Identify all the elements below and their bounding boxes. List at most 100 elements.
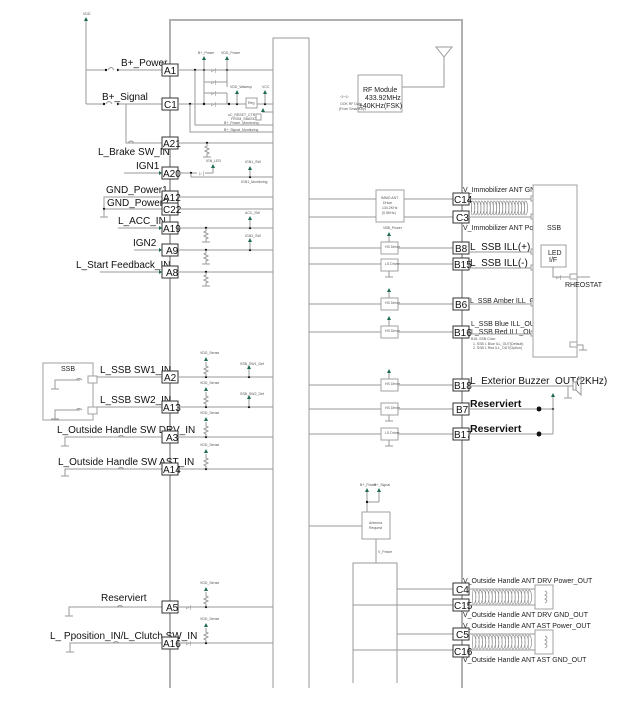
- pin-a5: A5: [161, 600, 179, 614]
- pin-a1: A1: [161, 63, 179, 77]
- svg-text:C3: C3: [456, 213, 469, 224]
- input-c1: B+_Signal C1: [86, 92, 273, 111]
- svg-text:±40KHz(FSK): ±40KHz(FSK): [359, 103, 402, 110]
- svg-text:VDD_Sense: VDD_Sense: [200, 443, 219, 447]
- svg-text:RF Module: RF Module: [363, 87, 397, 94]
- pin-a21: A21: [161, 136, 181, 150]
- svg-text:HS Driver: HS Driver: [385, 245, 401, 249]
- pin-label: V_Outside Handle ANT AST Power_OUT: [463, 623, 591, 630]
- ssb-left-title: SSB: [61, 366, 75, 373]
- handle-antenna-coils: [469, 584, 554, 655]
- pin-label: L_Exterior Buzzer_OUT(2KHz): [470, 376, 607, 387]
- svg-text:▷|: ▷|: [211, 80, 217, 86]
- pin-label: L_Brake SW_IN: [98, 147, 170, 158]
- driver-b15: LS Driver: [309, 258, 453, 278]
- module-frame: [169, 19, 463, 688]
- svg-text:B18: B18: [454, 381, 472, 392]
- pin-label: V_Immobilizer ANT GND_OUT: [463, 187, 560, 194]
- svg-text:B+_Signal_Monitoring: B+_Signal_Monitoring: [224, 128, 258, 132]
- svg-text:A2: A2: [164, 373, 177, 384]
- svg-text:IGN_LED: IGN_LED: [206, 159, 221, 163]
- svg-text:VDD_Sense: VDD_Sense: [200, 411, 219, 415]
- supply-arrow-icon: [84, 17, 88, 21]
- svg-text:C4: C4: [456, 585, 469, 596]
- pin-label: Reserviert: [101, 593, 147, 604]
- svg-text:SSB_SW1_Det: SSB_SW1_Det: [240, 362, 264, 366]
- pin-b8: B8: [452, 241, 470, 255]
- pin-c16: C16: [452, 644, 473, 658]
- svg-text:C15: C15: [454, 601, 473, 612]
- svg-text:OOK RF Data: OOK RF Data: [340, 102, 362, 106]
- pin-a3: A3: [161, 430, 179, 444]
- svg-text:A21: A21: [163, 139, 181, 150]
- pin-label: V_Outside Handle ANT DRV Power_OUT: [463, 578, 593, 585]
- connector-icon: [536, 431, 542, 437]
- driver-b8: HS Driver VBB_Power: [309, 226, 453, 255]
- pin-label: L_Start Feedback_IN: [76, 260, 171, 271]
- pin-label: L_ Pposition_IN/L_Clutch SW_IN: [50, 631, 197, 642]
- svg-text:1. SSB 1 Blue ILL_OUT(Default): 1. SSB 1 Blue ILL_OUT(Default): [473, 342, 523, 346]
- pin-c1: C1: [161, 97, 179, 111]
- svg-text:B6: B6: [455, 300, 468, 311]
- pin-label: GND_Power2: [107, 198, 169, 209]
- ssb-left-box: SSB: [42, 362, 98, 421]
- svg-text:B7: B7: [456, 405, 469, 416]
- svg-text:HS Driver: HS Driver: [385, 329, 401, 333]
- input-a19: L_ACC_IN A19 ACC_SW: [118, 211, 273, 243]
- input-a21: L_Brake SW_IN A21: [98, 104, 273, 158]
- immobilizer-coil: [469, 195, 538, 220]
- connector-icon: [536, 406, 542, 412]
- svg-text:A9: A9: [166, 246, 179, 257]
- svg-text:Driver: Driver: [383, 201, 393, 205]
- svg-text:C5: C5: [456, 630, 469, 641]
- svg-text:A20: A20: [163, 169, 181, 180]
- rheostat-label: RHEOSTAT: [565, 282, 603, 289]
- pin-c4: C4: [452, 582, 470, 596]
- svg-text:▷|: ▷|: [199, 171, 205, 177]
- input-a13: L_SSB SW2_IN A13 VDD_Sense SSB_SW2_Det: [97, 381, 273, 414]
- svg-text:SSB_SW2_Det: SSB_SW2_Det: [240, 392, 264, 396]
- driver-b7: HS Driver: [309, 402, 453, 422]
- fuse-icon: [107, 67, 115, 71]
- svg-text:LS Driver: LS Driver: [385, 431, 400, 435]
- svg-text:HS Driver: HS Driver: [385, 382, 401, 386]
- svg-text:B16: SSB Color: B16: SSB Color: [471, 337, 496, 341]
- pin-c3: C3: [452, 210, 470, 224]
- svg-text:IGN1_SW: IGN1_SW: [245, 160, 261, 164]
- pin-b18: B18: [452, 378, 472, 392]
- svg-text:ACC_SW: ACC_SW: [245, 211, 261, 215]
- svg-text:A3: A3: [166, 433, 179, 444]
- svg-text:LED: LED: [548, 250, 562, 257]
- pin-label: L_Outside Handle SW AST_IN: [58, 457, 194, 468]
- pin-label: L_SSB Amber ILL_OUT: [470, 298, 545, 305]
- svg-text:V_Power: V_Power: [378, 550, 393, 554]
- pin-a8: A8: [161, 265, 179, 279]
- driver-b6: HS Driver: [309, 288, 453, 311]
- pin-c5: C5: [452, 627, 470, 641]
- power-monitor-network: B+_Power VDD_Power ▷| ▷| ▷| ▷| VDD_Wakeu…: [188, 51, 273, 133]
- svg-text:B+_Power: B+_Power: [360, 483, 377, 487]
- svg-text:VDD_Power: VDD_Power: [221, 51, 241, 55]
- svg-text:▷|: ▷|: [211, 68, 217, 74]
- input-a8: L_Start Feedback_IN A8: [76, 260, 273, 287]
- svg-text:A16: A16: [163, 639, 181, 650]
- svg-text:VDD_Sense: VDD_Sense: [200, 581, 219, 585]
- svg-text:A1: A1: [164, 66, 177, 77]
- svg-text:(0.5KHz): (0.5KHz): [382, 211, 396, 215]
- input-a16: L_ Pposition_IN/L_Clutch SW_IN A16 ▷| VD…: [50, 617, 273, 653]
- input-a14: L_Outside Handle SW AST_IN A14 VDD_Sense: [58, 443, 273, 477]
- svg-text:C22: C22: [163, 205, 182, 216]
- ssb-right-box: SSB LED I/F ▷| RHEOSTAT: [532, 184, 603, 358]
- output-b6: B6 L_SSB Amber ILL_OUT: [452, 297, 545, 311]
- svg-text:B+_Power: B+_Power: [198, 51, 215, 55]
- svg-text:VDD_Wakeup: VDD_Wakeup: [230, 85, 252, 89]
- svg-text:B+_Power_Monitoring: B+_Power_Monitoring: [224, 121, 259, 125]
- pin-label: IGN2: [133, 238, 157, 249]
- svg-text:▷|: ▷|: [186, 605, 192, 611]
- pin-label: L_SSB SW1_IN: [100, 365, 171, 376]
- pin-a16: A16: [161, 636, 181, 650]
- input-a1: B+_Power A1: [86, 58, 273, 77]
- svg-text:HS Driver: HS Driver: [385, 406, 401, 410]
- svg-text:(From SmartKey): (From SmartKey): [339, 107, 366, 111]
